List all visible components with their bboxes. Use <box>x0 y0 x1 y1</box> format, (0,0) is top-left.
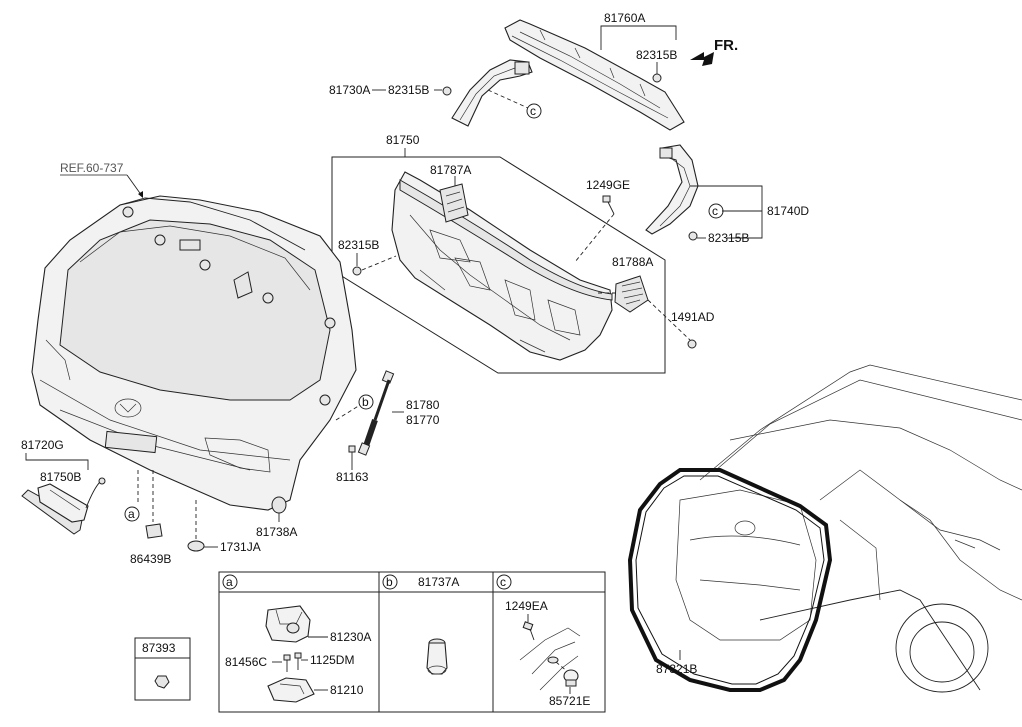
detail-table <box>218 571 606 713</box>
bumper-86439B-part <box>145 523 163 539</box>
label-85721E: 85721E <box>549 694 590 708</box>
label-1125DM: 1125DM <box>310 653 354 667</box>
label-1491AD: 1491AD <box>671 310 715 324</box>
bolt-81163-icon <box>348 445 356 464</box>
screw-1249GE-icon <box>602 195 615 215</box>
label-ref-60-737: REF.60-737 <box>60 161 124 175</box>
label-82315B-top: 82315B <box>636 48 677 62</box>
label-81760A: 81760A <box>604 11 645 25</box>
callout-a-main-label: a <box>128 507 135 521</box>
label-81750: 81750 <box>386 133 420 147</box>
screw-1125DM-icon <box>294 652 302 670</box>
label-87321B: 87321B <box>656 662 697 676</box>
detail-callout-b-label: b <box>386 575 393 589</box>
label-81780: 81780 <box>406 398 440 412</box>
upper-trim-81760A-part <box>504 19 685 131</box>
label-81738A: 81738A <box>256 525 297 539</box>
callout-c-right-label: c <box>712 204 718 218</box>
screw-81456C-icon <box>283 654 291 672</box>
detail-callout-a <box>222 574 238 590</box>
vehicle-rear-view-part <box>675 364 1022 693</box>
plug-1731JA-part <box>187 540 205 552</box>
label-81720G: 81720G <box>21 438 64 452</box>
callout-a-main <box>124 506 140 522</box>
callout-b-main-label: b <box>362 395 369 409</box>
stopper-81737A-part <box>426 638 448 675</box>
cover-81210-part <box>267 677 315 703</box>
detail-callout-b <box>382 574 398 590</box>
garnish-plate-part <box>104 430 158 454</box>
tailgate-panel-part <box>31 195 357 511</box>
label-81770: 81770 <box>406 413 440 427</box>
label-86439B: 86439B <box>130 552 171 566</box>
callout-c-top-label: c <box>530 104 536 118</box>
label-82315B-left: 82315B <box>388 83 429 97</box>
clip-82315B-left-icon <box>442 86 452 96</box>
clip-82315B-right-icon <box>688 231 698 241</box>
label-82315B-right: 82315B <box>708 231 749 245</box>
gas-strut-81780-part <box>357 370 395 456</box>
clip-1491AD-icon <box>687 339 697 349</box>
callout-c-top <box>526 103 542 119</box>
front-direction-arrow-icon <box>690 52 714 66</box>
bumper-81738A-part <box>271 496 287 522</box>
label-82315B-mid: 82315B <box>338 238 379 252</box>
label-81740D: 81740D <box>767 204 809 218</box>
detail-callout-c-label: c <box>500 575 506 589</box>
label-1731JA: 1731JA <box>220 540 261 554</box>
detail-callout-c <box>496 574 512 590</box>
label-81210: 81210 <box>330 683 364 697</box>
switch-81230A-part <box>265 605 311 643</box>
grille-81788A-part <box>614 275 649 313</box>
clip-82315B-top-icon <box>652 73 662 83</box>
side-trim-81740D-part <box>645 144 699 235</box>
label-81163: 81163 <box>336 470 369 484</box>
callout-b-main <box>358 394 374 410</box>
label-87393: 87393 <box>142 641 176 655</box>
label-1249GE: 1249GE <box>586 178 630 192</box>
screw-1249EA-icon <box>522 621 535 641</box>
label-81456C: 81456C <box>225 655 267 669</box>
clip-82315B-mid-icon <box>352 266 362 276</box>
license-lamp-81720G-part <box>21 477 106 535</box>
side-trim-81730A-part <box>451 59 533 127</box>
trim-section-detail-part <box>519 627 581 691</box>
label-1249EA: 1249EA <box>505 599 548 613</box>
callout-c-right <box>708 203 724 219</box>
label-81730A: 81730A <box>329 83 370 97</box>
label-fr: FR. <box>714 37 738 54</box>
detail-callout-a-label: a <box>226 575 233 589</box>
clip-85721E-icon <box>563 669 579 687</box>
weatherstrip-87321B-part <box>627 468 833 692</box>
label-81230A: 81230A <box>330 630 371 644</box>
label-81737A: 81737A <box>418 575 459 589</box>
label-81750B: 81750B <box>40 470 81 484</box>
clip-87393-icon <box>154 675 170 689</box>
label-81787A: 81787A <box>430 163 471 177</box>
part-box-87393 <box>134 637 191 701</box>
label-81788A: 81788A <box>612 255 653 269</box>
inner-trim-81750-part <box>391 171 613 361</box>
